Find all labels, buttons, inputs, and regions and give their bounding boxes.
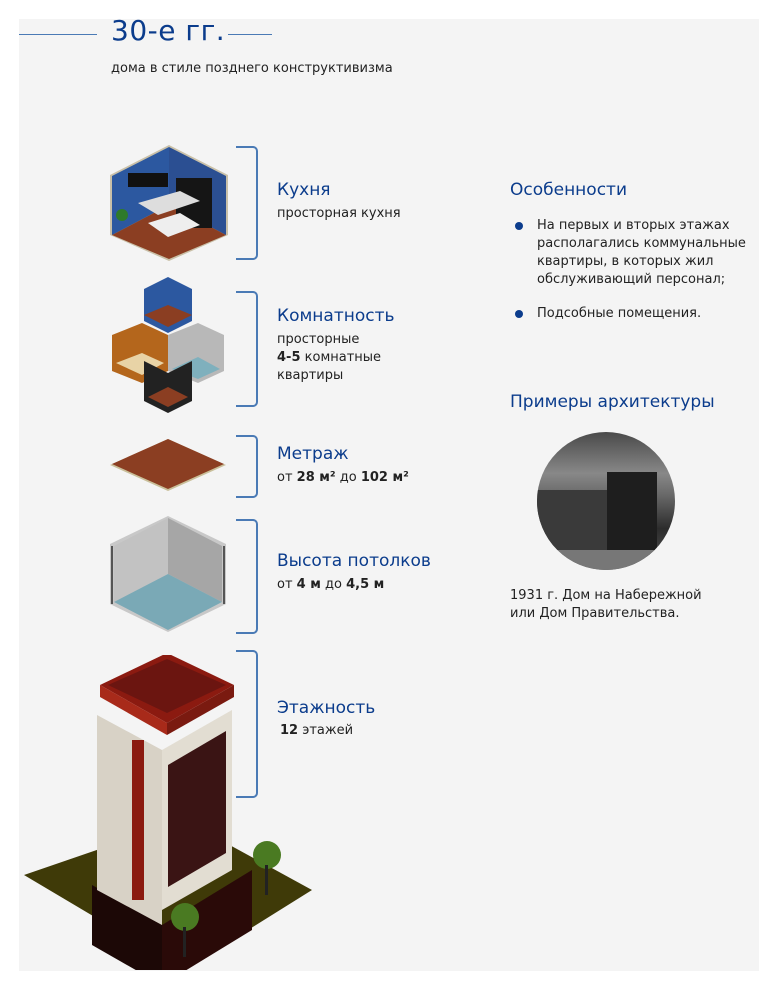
kitchen-desc: просторная кухня — [277, 206, 401, 221]
rooms-title: Комнатность — [277, 306, 395, 326]
title-rule-right — [228, 34, 272, 35]
floors-bracket — [236, 650, 258, 798]
page-title: 30-е гг. — [111, 14, 226, 47]
empty-room-icon — [110, 516, 226, 632]
area-title: Метраж — [277, 444, 349, 464]
floors-title: Этажность — [277, 698, 376, 718]
title-rule-left — [19, 34, 97, 35]
building-photo — [537, 432, 675, 570]
page-subtitle: дома в стиле позднего конструктивизма — [111, 61, 393, 76]
area-desc: от 28 м² до 102 м² — [277, 470, 409, 485]
kitchen-room-icon — [110, 145, 228, 261]
examples-heading: Примеры архитектуры — [510, 392, 715, 412]
photo-caption: 1931 г. Дом на Набережной или Дом Правит… — [510, 588, 702, 621]
bullet-dot — [515, 222, 523, 230]
floors-desc: 12 этажей — [280, 723, 354, 738]
feature-bullet-2: Подсобные помещения. — [537, 306, 702, 321]
features-heading: Особенности — [510, 180, 627, 200]
kitchen-bracket — [236, 146, 258, 260]
rooms-desc: просторные 4-5 комнатные квартиры — [277, 332, 382, 383]
rooms-bracket — [236, 291, 258, 407]
height-title: Высота потолков — [277, 551, 431, 571]
bullet-dot — [515, 310, 523, 318]
building-icon — [24, 655, 312, 970]
area-bracket — [236, 435, 258, 498]
feature-bullet-1: На первых и вторых этажах располагались … — [537, 218, 746, 287]
height-bracket — [236, 519, 258, 634]
rooms-cluster-icon — [112, 277, 224, 413]
height-desc: от 4 м до 4,5 м — [277, 577, 385, 592]
floor-tile-icon — [110, 439, 226, 491]
kitchen-title: Кухня — [277, 180, 331, 200]
